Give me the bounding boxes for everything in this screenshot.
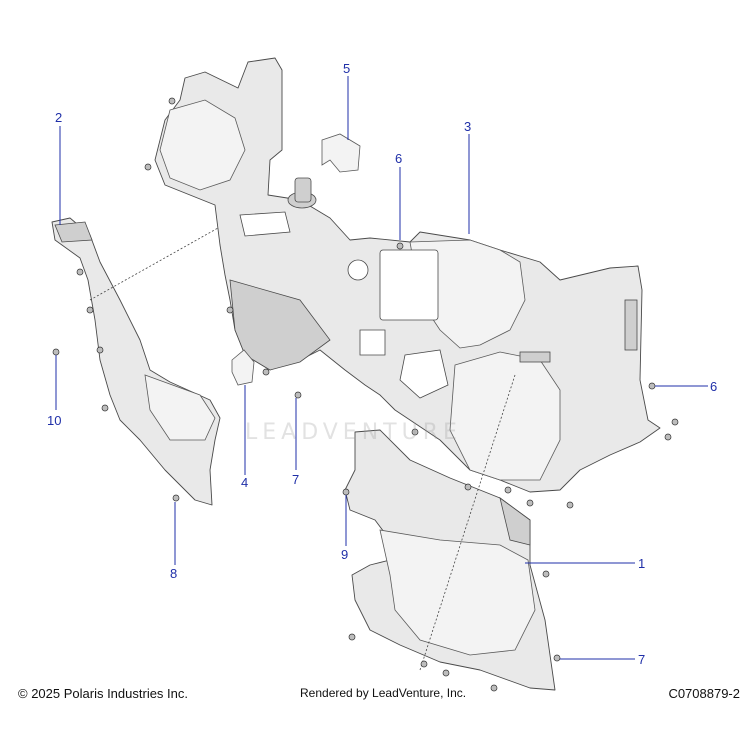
callout-7-right: 7 <box>638 652 645 667</box>
rendered-by-text: Rendered by LeadVenture, Inc. <box>300 686 467 700</box>
copyright-text: © 2025 Polaris Industries Inc. <box>18 686 188 701</box>
callout-5: 5 <box>343 61 350 76</box>
callout-10: 10 <box>47 413 61 428</box>
callout-8: 8 <box>170 566 177 581</box>
clip-part-4 <box>231 349 255 386</box>
callout-3: 3 <box>464 119 471 134</box>
callout-6-right: 6 <box>710 379 717 394</box>
callout-7-left: 7 <box>292 472 299 487</box>
callout-9: 9 <box>341 547 348 562</box>
callout-4: 4 <box>241 475 248 490</box>
callout-1: 1 <box>638 556 645 571</box>
lower-panel-right <box>344 429 556 691</box>
side-panel-left <box>51 217 221 506</box>
callout-2: 2 <box>55 110 62 125</box>
watermark-text: LEADVENTURE <box>245 420 462 445</box>
bracket-part-5 <box>321 133 361 173</box>
fastener-group <box>52 97 679 692</box>
assembly-line-2 <box>89 227 219 301</box>
dash-panel-main <box>154 57 661 493</box>
callout-6-top: 6 <box>395 151 402 166</box>
document-id: C0708879-2 <box>668 686 740 701</box>
leader-lines <box>55 76 708 660</box>
